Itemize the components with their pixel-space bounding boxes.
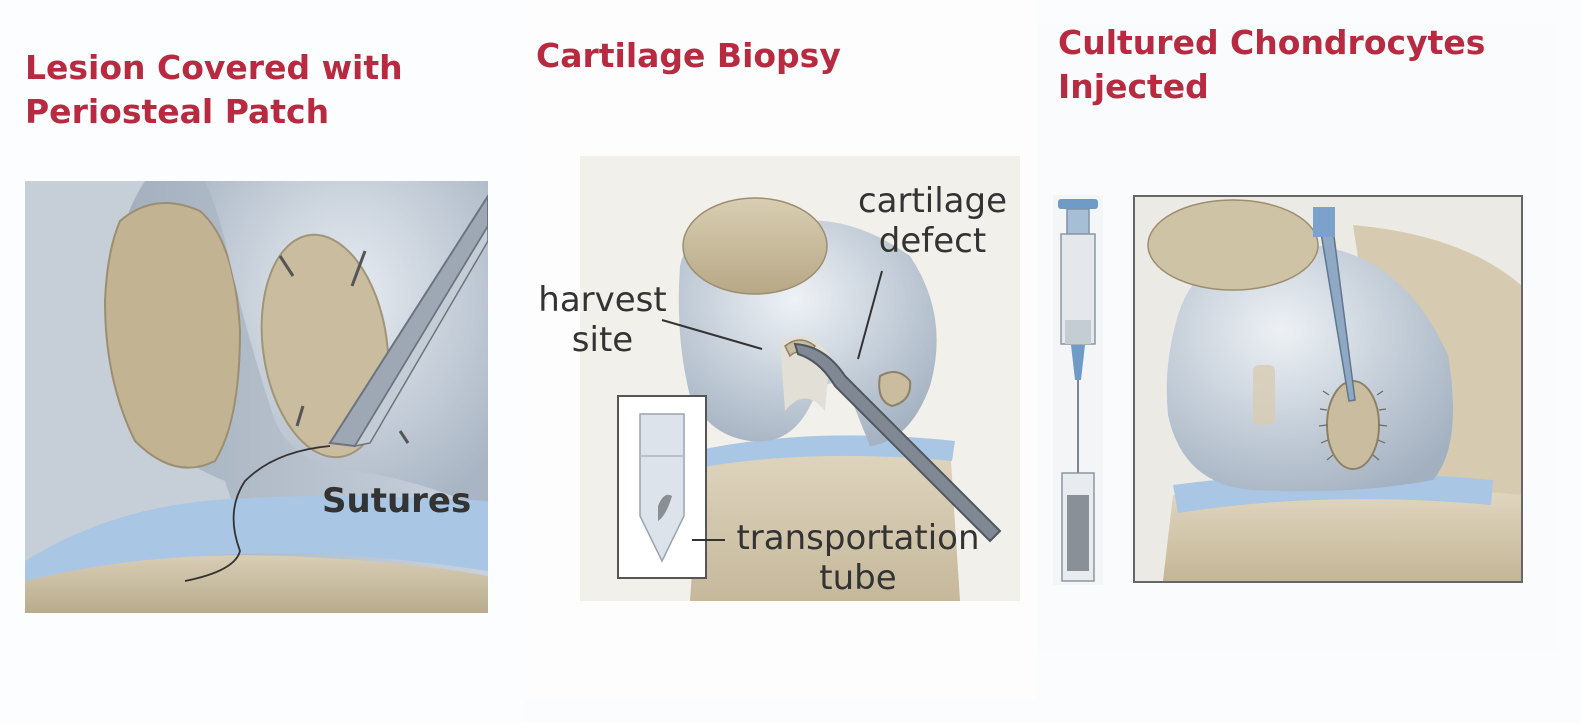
cartilage-defect-label: cartilage defect: [857, 181, 1008, 261]
suture-mark: [350, 250, 367, 287]
syringe-tip: [1071, 345, 1085, 380]
patella: [682, 197, 828, 295]
meniscus: [25, 496, 488, 581]
suture-thread: [184, 445, 331, 582]
tibia: [25, 555, 488, 613]
chondrocyte-injection-illustration: [1133, 195, 1523, 583]
suture-mark: [398, 430, 410, 444]
panel-3-title: Cultured Chondrocytes Injected: [1058, 23, 1486, 106]
tibia: [1163, 485, 1521, 581]
harvest-site-leader: [661, 319, 763, 350]
panel-1-title: Lesion Covered with Periosteal Patch: [25, 48, 403, 131]
left-condyle: [25, 181, 245, 581]
harvest-site-label: harvest site: [538, 280, 667, 360]
cartilage-defect-site: [878, 371, 912, 408]
cartilage-biopsy-illustration: [580, 156, 1020, 601]
tibia: [690, 442, 960, 601]
transportation-tube-label: transportation tube: [736, 518, 980, 598]
meniscus: [695, 435, 955, 468]
patella: [1147, 199, 1319, 291]
panel-2-title: Cartilage Biopsy: [536, 36, 841, 75]
syringe-illustration: [1053, 195, 1103, 585]
femoral-condyle: [1166, 243, 1453, 492]
periosteal-patch-illustration: [25, 181, 488, 613]
syringe-plunger-cap: [1058, 199, 1098, 209]
patch-sutures: [1318, 390, 1388, 461]
suture-mark: [295, 405, 305, 427]
patella-surface: [103, 202, 242, 469]
cartilage-defect-leader: [857, 270, 883, 360]
sutures-label: Sutures: [322, 481, 472, 521]
curette-icon: [793, 342, 1002, 543]
suture-mark: [278, 255, 295, 277]
transportation-tube-icon: [639, 413, 685, 563]
